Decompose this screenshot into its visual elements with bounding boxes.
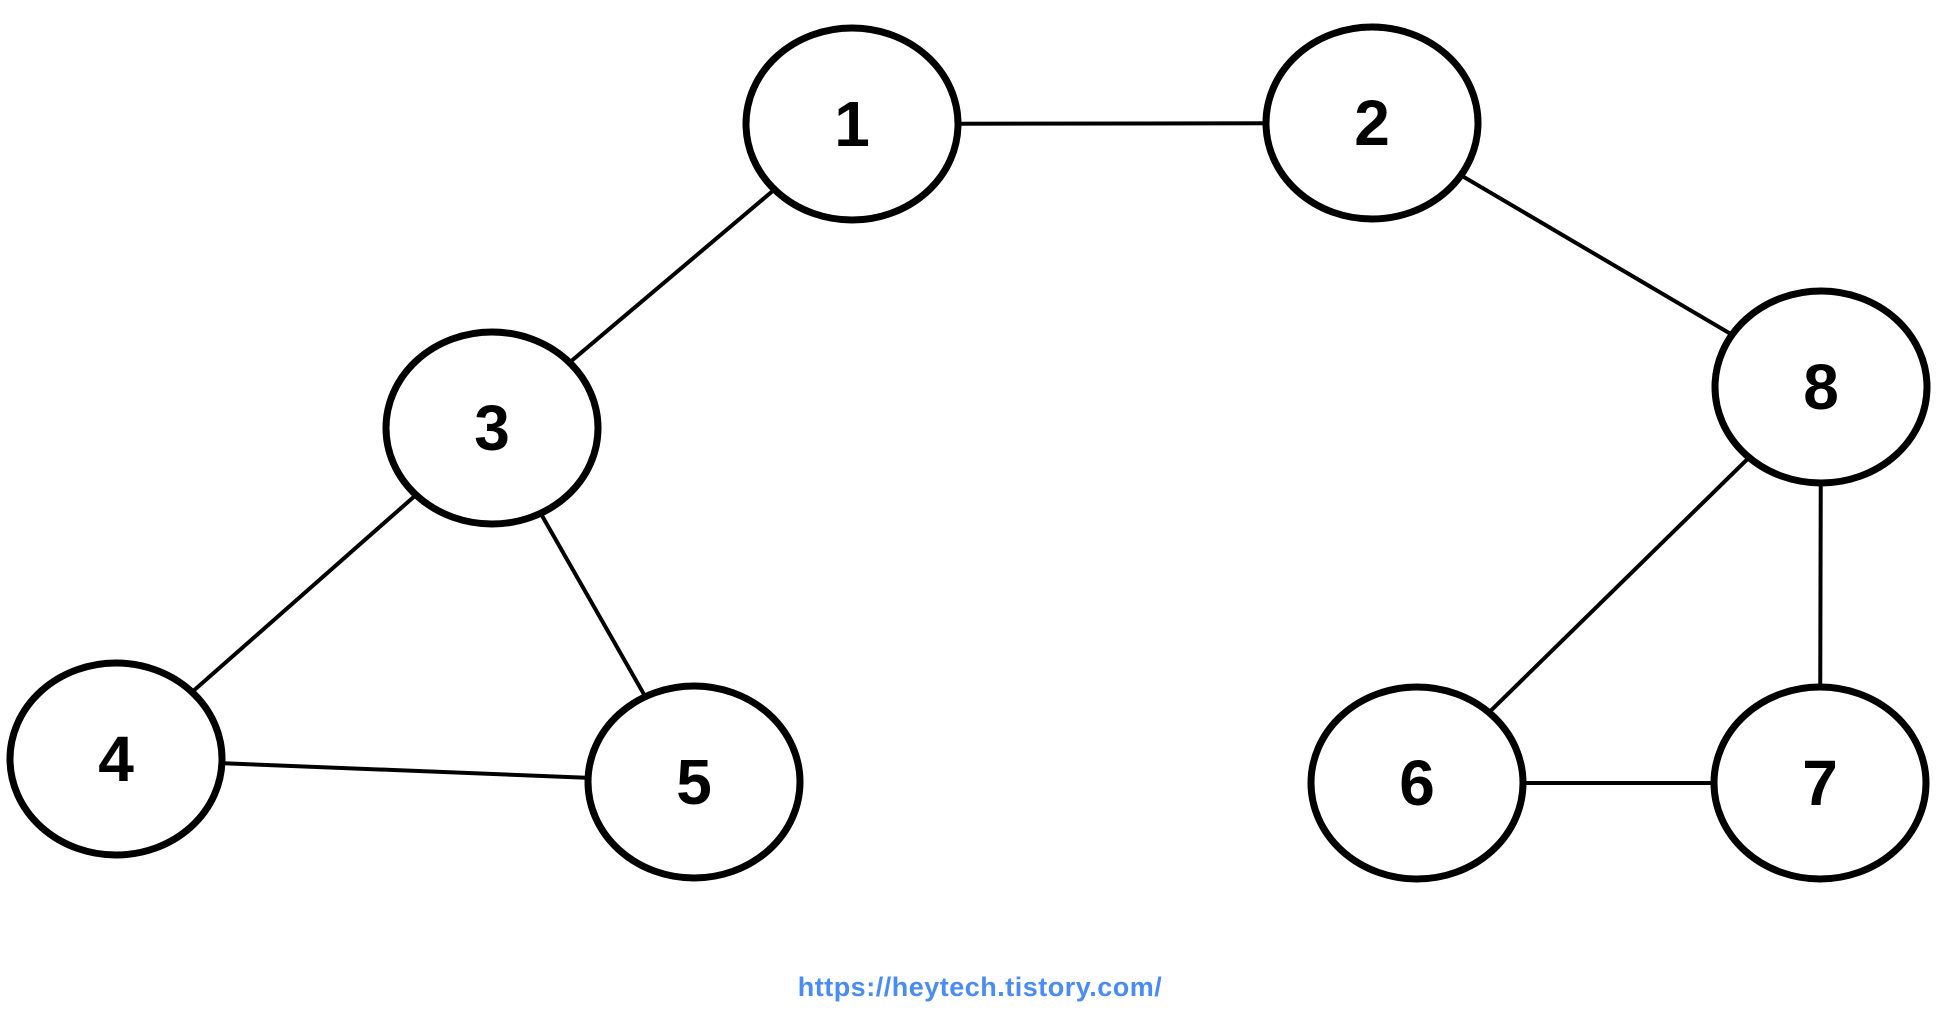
node-2-label: 2	[1354, 87, 1390, 159]
node-6-circle	[1307, 683, 1527, 883]
footer-url-text: https://heytech.tistory.com/	[797, 972, 1163, 1002]
node-6-label: 6	[1399, 747, 1435, 819]
node-3-circle	[382, 328, 602, 528]
node-2-circle	[1262, 23, 1482, 223]
node-3-label: 3	[474, 392, 510, 464]
node-4-circle	[6, 659, 226, 859]
node-1-label: 1	[834, 88, 870, 160]
node-8-circle	[1711, 287, 1931, 487]
node-1-circle	[742, 24, 962, 224]
node-5-circle	[584, 682, 804, 882]
node-5-label: 5	[676, 746, 712, 818]
node-7-label: 7	[1802, 747, 1838, 819]
node-8-label: 8	[1803, 351, 1839, 423]
node-7-circle	[1710, 683, 1930, 883]
node-4-label: 4	[98, 723, 134, 795]
